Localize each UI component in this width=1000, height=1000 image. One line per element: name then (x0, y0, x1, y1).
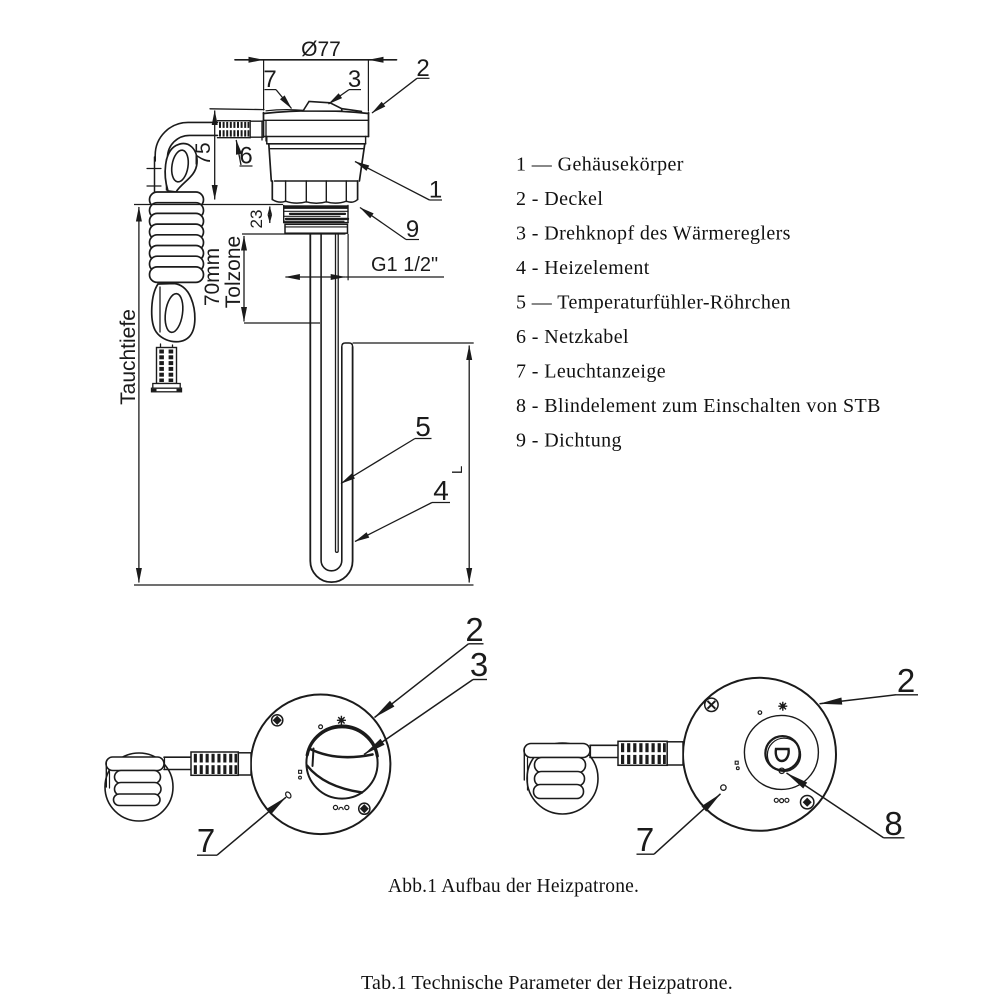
svg-text:Tab.1 Technische Parameter der: Tab.1 Technische Parameter der Heizpatro… (361, 972, 733, 994)
svg-text:3: 3 (470, 646, 488, 683)
svg-text:8 - Blindelement zum Einschalt: 8 - Blindelement zum Einschalten von STB (516, 395, 881, 417)
svg-text:G1 1/2": G1 1/2" (371, 254, 438, 276)
svg-text:6 - Netzkabel: 6 - Netzkabel (516, 326, 629, 348)
svg-text:L: L (449, 466, 466, 474)
svg-text:2: 2 (416, 55, 429, 82)
svg-text:4: 4 (433, 475, 449, 506)
svg-text:75: 75 (192, 142, 215, 165)
svg-text:7 - Leuchtanzeige: 7 - Leuchtanzeige (516, 361, 666, 383)
svg-text:7: 7 (263, 66, 276, 93)
svg-text:5: 5 (415, 411, 431, 442)
svg-text:Abb.1 Aufbau der Heizpatrone.: Abb.1 Aufbau der Heizpatrone. (388, 876, 639, 897)
svg-text:1: 1 (429, 177, 442, 204)
svg-text:9: 9 (406, 216, 419, 243)
svg-text:8: 8 (884, 805, 902, 842)
svg-text:7: 7 (636, 821, 654, 858)
svg-text:Tauchtiefe: Tauchtiefe (117, 309, 140, 405)
svg-text:4 - Heizelement: 4 - Heizelement (516, 257, 650, 279)
svg-text:Tolzone: Tolzone (222, 236, 245, 308)
svg-text:2 - Deckel: 2 - Deckel (516, 188, 603, 210)
svg-text:7: 7 (197, 822, 215, 859)
svg-text:5 — Temperaturfühler-Röhrchen: 5 — Temperaturfühler-Röhrchen (516, 292, 791, 314)
svg-text:23: 23 (247, 210, 266, 229)
svg-text:3 - Drehknopf des Wärmereglers: 3 - Drehknopf des Wärmereglers (516, 223, 791, 245)
svg-text:2: 2 (465, 611, 483, 648)
svg-text:70mm: 70mm (201, 248, 224, 306)
svg-text:Ø77: Ø77 (301, 38, 341, 61)
svg-text:6: 6 (239, 143, 252, 170)
svg-text:9 - Dichtung: 9 - Dichtung (516, 430, 622, 452)
svg-text:3: 3 (348, 66, 361, 93)
svg-text:2: 2 (897, 662, 915, 699)
svg-text:1 — Gehäusekörper: 1 — Gehäusekörper (516, 154, 684, 176)
